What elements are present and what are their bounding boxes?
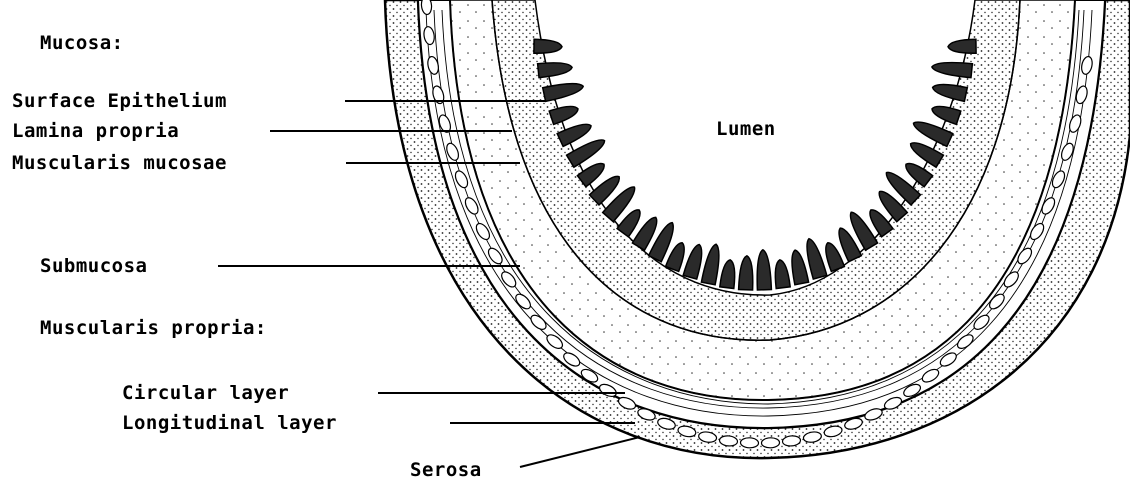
villus: [549, 106, 578, 124]
leader-serosa: [520, 437, 640, 467]
villus: [932, 63, 973, 78]
villus: [933, 84, 968, 101]
villus: [739, 256, 753, 290]
longitudinal-layer-label: Longitudinal layer: [122, 414, 337, 433]
circular-layer-label: Circular layer: [122, 384, 289, 403]
villus: [757, 250, 771, 290]
muscularis-propria-header-label: Muscularis propria:: [40, 319, 267, 338]
villus: [534, 39, 562, 53]
lumen-label: Lumen: [716, 120, 776, 139]
villus: [948, 39, 976, 53]
surface-epithelium-label: Surface Epithelium: [12, 92, 227, 111]
villus: [538, 63, 573, 78]
villus: [775, 260, 790, 289]
villus: [701, 244, 719, 285]
villus: [543, 84, 584, 102]
villus: [792, 250, 809, 285]
serosa-label: Serosa: [410, 461, 482, 480]
villus: [720, 260, 735, 289]
lamina-propria-label: Lamina propria: [12, 122, 179, 141]
mucosa-header-label: Mucosa:: [40, 34, 124, 53]
serosa-cell: [761, 438, 779, 449]
serosa-cell: [740, 438, 758, 449]
muscularis-mucosae-label: Muscularis mucosae: [12, 154, 227, 173]
villus: [807, 239, 827, 279]
submucosa-label: Submucosa: [40, 257, 147, 276]
villus: [683, 245, 701, 280]
